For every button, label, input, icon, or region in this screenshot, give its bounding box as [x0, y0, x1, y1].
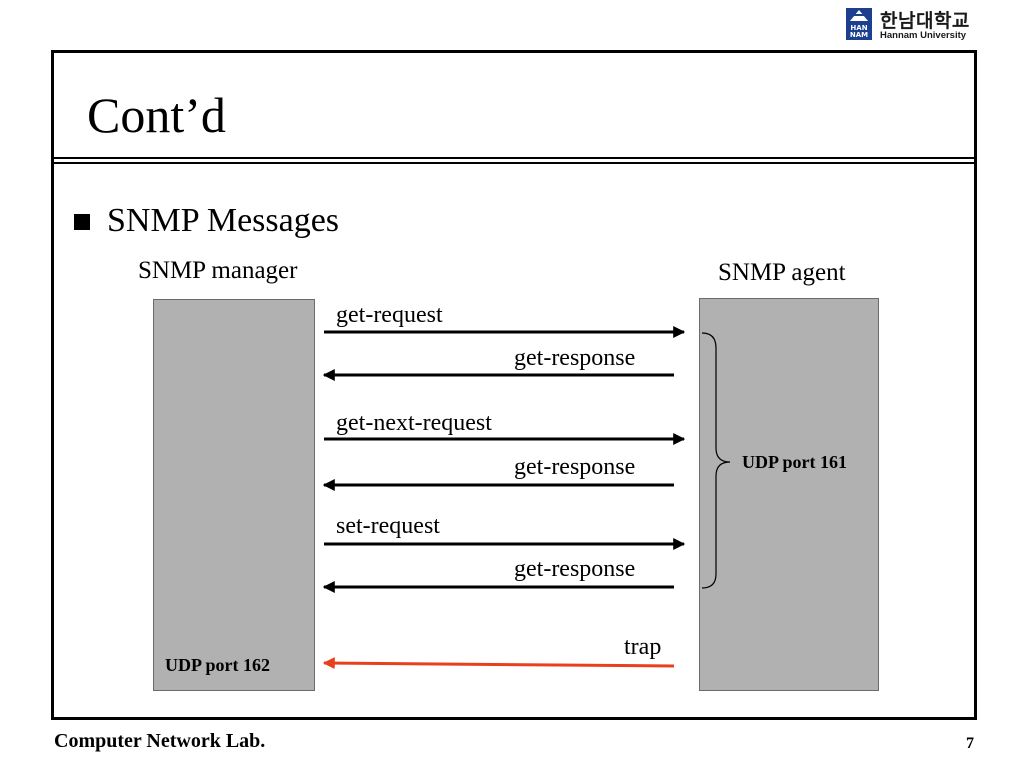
university-emblem-icon: HAN NAM: [846, 8, 872, 40]
message-label-set-request: set-request: [336, 513, 440, 539]
manager-box: [153, 299, 315, 691]
agent-box: [699, 298, 879, 691]
slide-frame: [51, 50, 977, 720]
bullet-square-icon: [74, 214, 90, 230]
message-label-get-next-request: get-next-request: [336, 410, 492, 436]
title-divider: [51, 157, 977, 164]
emblem-text-bottom: NAM: [850, 31, 868, 39]
university-name-english: Hannam University: [880, 30, 967, 41]
footer-lab-name: Computer Network Lab.: [54, 730, 266, 752]
message-label-get-response-1: get-response: [514, 345, 636, 371]
manager-port-label: UDP port 162: [165, 655, 270, 675]
slide-title: Cont’d: [87, 87, 226, 143]
message-label-get-response-3: get-response: [514, 556, 636, 582]
agent-label: SNMP agent: [718, 259, 846, 286]
university-name-korean: 한남대학교: [880, 10, 970, 32]
bullet-text: SNMP Messages: [107, 202, 340, 239]
agent-port-label: UDP port 161: [742, 452, 847, 472]
message-label-trap: trap: [624, 634, 662, 660]
arrow-trap: [322, 657, 675, 670]
university-logo: HAN NAM 한남대학교 Hannam University: [846, 8, 980, 42]
agent-port-brace: [701, 332, 731, 589]
emblem-text-top: HAN: [850, 24, 867, 32]
page-number: 7: [966, 735, 974, 752]
message-label-get-request: get-request: [336, 302, 443, 328]
message-label-get-response-2: get-response: [514, 454, 636, 480]
manager-label: SNMP manager: [138, 257, 298, 284]
